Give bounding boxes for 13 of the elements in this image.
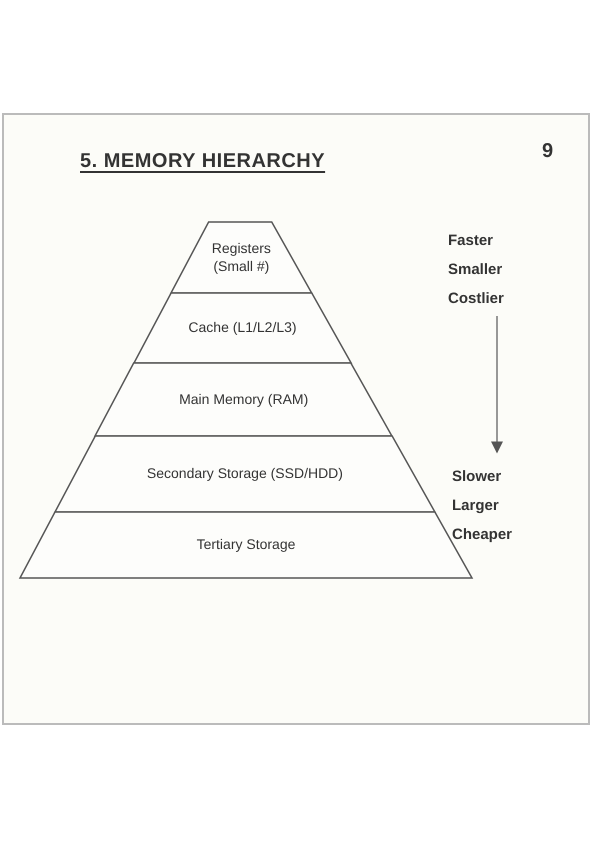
level-label: Main Memory (RAM) — [178, 390, 310, 408]
level-label: Secondary Storage (SSD/HDD) — [146, 465, 344, 483]
arrow — [491, 316, 503, 454]
level-label: Cache (L1/L2/L3) — [187, 319, 298, 337]
title: 5. MEMORY HIERARCHY — [80, 149, 326, 174]
side-note: Slower Larger Cheaper — [452, 462, 562, 549]
side-note: Faster Smaller Costlier — [448, 226, 548, 313]
level-label: Tertiary Storage — [196, 536, 296, 554]
pyramid-level — [95, 363, 392, 436]
pyramid-level — [134, 293, 352, 363]
pyramid-level — [171, 222, 312, 293]
level-label: Registers (Small #) — [210, 240, 272, 275]
page-number: 9 — [542, 139, 554, 164]
